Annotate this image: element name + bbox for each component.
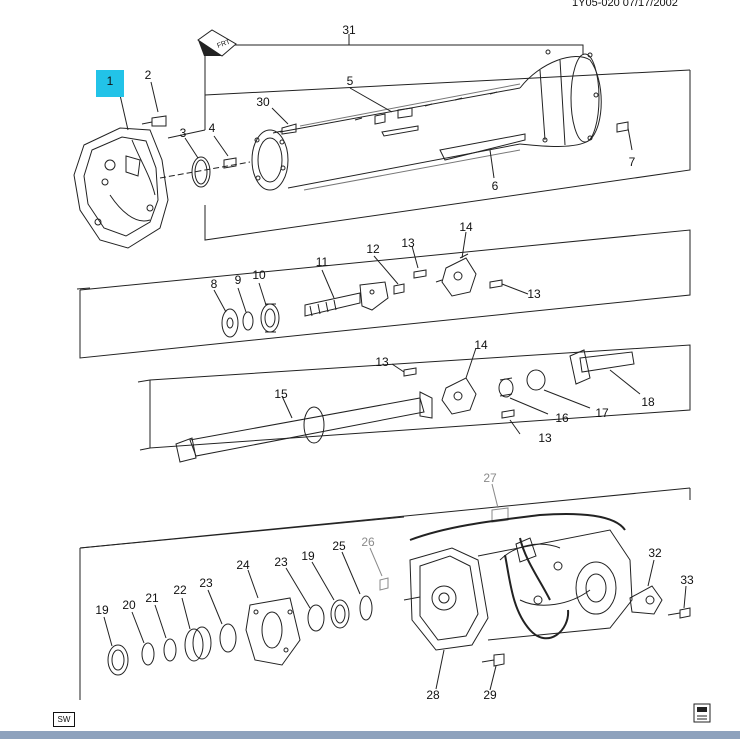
callout-5[interactable]: 5 bbox=[346, 74, 354, 88]
ring-9 bbox=[242, 311, 254, 331]
bolt-29 bbox=[481, 653, 505, 691]
callout-4[interactable]: 4 bbox=[208, 121, 216, 135]
panel-2 bbox=[79, 229, 691, 359]
seal-19a bbox=[330, 599, 350, 629]
callout-8[interactable]: 8 bbox=[210, 277, 218, 291]
pin-4 bbox=[223, 157, 237, 169]
callout-13d[interactable]: 13 bbox=[538, 431, 552, 445]
callout-19a[interactable]: 19 bbox=[301, 549, 315, 563]
callout-13c[interactable]: 13 bbox=[375, 355, 389, 369]
bearing-10 bbox=[260, 303, 280, 333]
callout-27[interactable]: 27 bbox=[483, 471, 497, 485]
footer-divider bbox=[0, 729, 740, 730]
callout-1[interactable]: 1 bbox=[106, 74, 114, 88]
sensor-32 bbox=[629, 559, 663, 615]
callout-29[interactable]: 29 bbox=[483, 688, 497, 702]
callout-6[interactable]: 6 bbox=[491, 179, 499, 193]
ring-21 bbox=[163, 638, 177, 662]
document-id: 1Y05-020 07/17/2002 bbox=[572, 0, 678, 9]
callout-7[interactable]: 7 bbox=[628, 155, 636, 169]
bushing-17 bbox=[526, 369, 546, 391]
callout-9[interactable]: 9 bbox=[234, 273, 242, 287]
callout-22[interactable]: 22 bbox=[173, 583, 187, 597]
callout-3[interactable]: 3 bbox=[179, 126, 187, 140]
washer-8 bbox=[221, 308, 239, 338]
bolt-2 bbox=[141, 81, 167, 127]
callout-25[interactable]: 25 bbox=[332, 539, 346, 553]
panel-1-outline bbox=[167, 70, 691, 241]
bell-housing bbox=[73, 127, 169, 249]
callout-13a[interactable]: 13 bbox=[401, 236, 415, 250]
bearing-retainer-24 bbox=[245, 569, 301, 666]
clips-5 bbox=[349, 87, 498, 137]
transmission-28 bbox=[403, 529, 633, 690]
callout-23a[interactable]: 23 bbox=[274, 555, 288, 569]
bearing-22 bbox=[181, 597, 212, 662]
callout-18[interactable]: 18 bbox=[641, 395, 655, 409]
bolt-30 bbox=[271, 107, 297, 135]
callout-14b[interactable]: 14 bbox=[474, 338, 488, 352]
callout-21[interactable]: 21 bbox=[145, 591, 159, 605]
o-ring-23b bbox=[307, 604, 325, 632]
footer-bar bbox=[0, 731, 740, 739]
coupling-14b bbox=[441, 347, 477, 415]
callout-14a[interactable]: 14 bbox=[459, 220, 473, 234]
callout-2[interactable]: 2 bbox=[144, 68, 152, 82]
callout-33[interactable]: 33 bbox=[680, 573, 694, 587]
callout-16[interactable]: 16 bbox=[555, 411, 569, 425]
ring-20 bbox=[141, 642, 155, 666]
seal-19b bbox=[107, 644, 129, 676]
o-ring-23a bbox=[219, 623, 237, 653]
callout-32[interactable]: 32 bbox=[648, 546, 662, 560]
ring-25 bbox=[359, 595, 373, 621]
callout-10[interactable]: 10 bbox=[252, 268, 266, 282]
callout-28[interactable]: 28 bbox=[426, 688, 440, 702]
sw-label: SW bbox=[53, 712, 75, 727]
panel-4 bbox=[79, 488, 691, 700]
front-arrow-label: FRT bbox=[216, 38, 232, 49]
callout-11[interactable]: 11 bbox=[315, 255, 329, 269]
callout-17[interactable]: 17 bbox=[595, 406, 609, 420]
callout-19b[interactable]: 19 bbox=[95, 603, 109, 617]
bolt-27 bbox=[491, 483, 509, 523]
callout-12[interactable]: 12 bbox=[366, 242, 380, 256]
pin-7 bbox=[616, 121, 629, 133]
callout-15[interactable]: 15 bbox=[274, 387, 288, 401]
bracket-31 bbox=[204, 44, 584, 95]
propeller-shaft-15 bbox=[175, 391, 433, 463]
callout-26[interactable]: 26 bbox=[361, 535, 375, 549]
panel-1-top bbox=[204, 69, 691, 96]
callout-20[interactable]: 20 bbox=[122, 598, 136, 612]
input-shaft-11 bbox=[304, 269, 389, 317]
callout-highlight bbox=[96, 70, 124, 97]
manual-reference-icon bbox=[693, 703, 711, 723]
wiring-harness bbox=[409, 512, 626, 640]
callout-23b[interactable]: 23 bbox=[199, 576, 213, 590]
clip-26 bbox=[369, 547, 389, 591]
pin-12 bbox=[393, 283, 405, 295]
callout-30[interactable]: 30 bbox=[256, 95, 270, 109]
callout-31[interactable]: 31 bbox=[342, 23, 356, 37]
coupling-14a bbox=[435, 231, 477, 297]
callout-24[interactable]: 24 bbox=[236, 558, 250, 572]
bolt-33 bbox=[667, 585, 691, 619]
torque-tube bbox=[251, 49, 602, 191]
front-arrow-icon: FRT bbox=[197, 29, 237, 57]
panel-3 bbox=[149, 344, 691, 449]
heat-shield-6 bbox=[439, 133, 526, 179]
callout-13b[interactable]: 13 bbox=[527, 287, 541, 301]
yoke-18 bbox=[569, 349, 641, 395]
